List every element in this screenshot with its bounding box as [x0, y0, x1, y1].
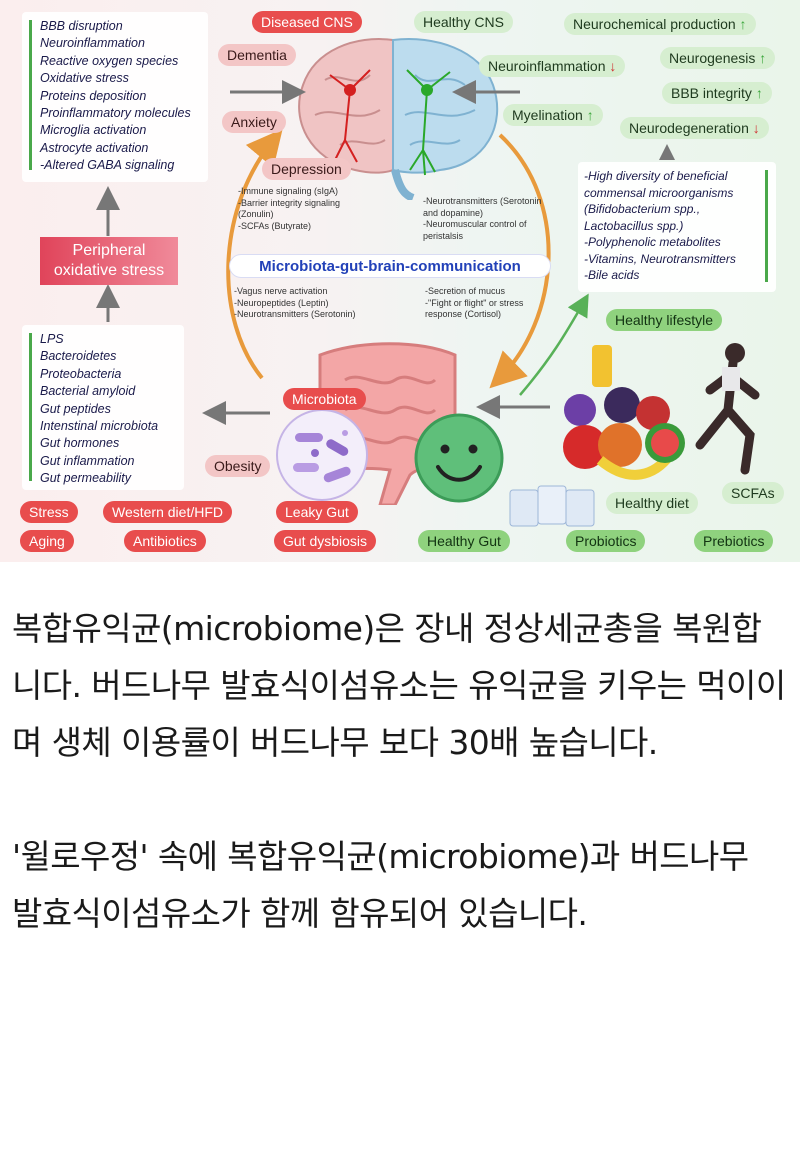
pathway-item: -SCFAs (Butyrate): [238, 220, 312, 231]
flow-arrows: [96, 80, 675, 425]
article-paragraph-2: '윌로우정' 속에 복합유익균(microbiome)과 버드나무 발효식이섬유…: [12, 837, 749, 933]
pathway-item: -Vagus nerve activation: [234, 286, 328, 296]
effect-bbb-integrity: BBB integrity ↑: [662, 82, 772, 104]
effect-neuroinflammation: Neuroinflammation ↓: [479, 55, 626, 77]
gut-dysbiosis-label: Gut dysbiosis: [274, 530, 377, 552]
effect-neurogenesis: Neurogenesis ↑: [660, 47, 776, 69]
healthy-food-icon: [563, 343, 760, 480]
peripheral-oxidative-stress: Peripheral oxidative stress: [40, 237, 178, 285]
healthy-lifestyle-label: Healthy lifestyle: [606, 309, 723, 331]
gut-brain-diagram: Diseased CNS Healthy CNS Dementia Anxiet…: [0, 0, 800, 562]
pathway-item: -Barrier integrity signaling (Zonulin): [238, 197, 341, 220]
probiotic-yogurt-icon: [509, 485, 595, 527]
antibiotics-label: Antibiotics: [124, 530, 206, 552]
list-item: Astrocyte activation: [40, 140, 149, 155]
list-item: -Bile acids: [584, 268, 640, 282]
leaky-gut-label: Leaky Gut: [276, 501, 358, 523]
list-item: Bacteroidetes: [40, 349, 117, 364]
list-item: Oxidative stress: [40, 71, 129, 86]
prebiotics-label: Prebiotics: [694, 530, 774, 552]
pathway-item: -Immune signaling (sIgA): [238, 186, 339, 196]
list-item: Gut peptides: [40, 401, 111, 416]
pathway-upper-left: -Immune signaling (sIgA) -Barrier integr…: [238, 186, 373, 232]
pathway-upper-right: -Neurotransmitters (Serotonin and dopami…: [423, 196, 553, 242]
list-item: -Vitamins, Neurotransmitters: [584, 251, 736, 266]
pathway-item: -Neurotransmitters (Serotonin): [234, 309, 356, 319]
list-item: Gut hormones: [40, 436, 120, 451]
depression-label: Depression: [262, 158, 351, 180]
stress-label: Stress: [20, 501, 78, 523]
beneficial-microbes-box: -High diversity of beneficial commensal …: [578, 162, 776, 292]
brain-illustration: [298, 38, 499, 200]
anxiety-label: Anxiety: [222, 111, 286, 133]
runner-icon: [695, 343, 760, 475]
up-arrow-icon: [765, 170, 768, 282]
pathway-lower-right: -Secretion of mucus -"Fight or flight" o…: [425, 286, 550, 321]
list-item: -High diversity of beneficial commensal …: [584, 169, 734, 233]
list-item: -Altered GABA signaling: [40, 158, 175, 173]
obesity-label: Obesity: [205, 455, 271, 477]
diagram-title: Microbiota-gut-brain-communication: [229, 254, 551, 278]
effect-neurochemical: Neurochemical production ↑: [564, 13, 756, 35]
effect-neurodegeneration: Neurodegeneration ↓: [620, 117, 769, 139]
diseased-neuron-icon: [329, 69, 371, 163]
list-item: Intenstinal microbiota: [40, 419, 159, 434]
pathway-item: -"Fight or flight" or stress response (C…: [425, 297, 524, 320]
pathway-item: -Secretion of mucus: [425, 286, 506, 296]
healthy-diet-label: Healthy diet: [606, 492, 698, 514]
western-diet-label: Western diet/HFD: [103, 501, 232, 523]
list-item: Gut permeability: [40, 471, 132, 486]
pathway-item: -Neuropeptides (Leptin): [234, 297, 329, 308]
list-item: Proteins deposition: [40, 88, 147, 103]
healthy-gut-label: Healthy Gut: [418, 530, 510, 552]
list-item: Neuroinflammation: [40, 36, 145, 51]
microbiota-label: Microbiota: [283, 388, 366, 410]
dementia-label: Dementia: [218, 44, 296, 66]
pathway-item: -Neurotransmitters (Serotonin and dopami…: [423, 196, 542, 218]
list-item: Proteobacteria: [40, 366, 122, 381]
up-arrow-icon: [29, 20, 32, 170]
aging-label: Aging: [20, 530, 74, 552]
cns-disruption-box: BBB disruption Neuroinflammation Reactiv…: [22, 12, 208, 182]
list-item: Microglia activation: [40, 123, 147, 138]
list-item: BBB disruption: [40, 19, 123, 33]
pathway-lower-left: -Vagus nerve activation -Neuropeptides (…: [234, 286, 384, 321]
list-item: Gut inflammation: [40, 453, 135, 468]
probiotics-label: Probiotics: [566, 530, 646, 552]
list-item: Reactive oxygen species: [40, 53, 179, 68]
gut-factors-box: LPS Bacteroidetes Proteobacteria Bacteri…: [22, 325, 184, 490]
article-body: 복합유익균(microbiome)은 장내 정상세균총을 복원합니다. 버드나무…: [0, 600, 800, 999]
diseased-cns-label: Diseased CNS: [252, 11, 362, 33]
list-item: Proinflammatory molecules: [40, 106, 191, 121]
list-item: Bacterial amyloid: [40, 384, 136, 399]
list-item: -Polyphenolic metabolites: [584, 235, 721, 249]
pathway-item: -Neuromuscular control of peristalsis: [423, 219, 527, 241]
smiley-face-icon: [414, 413, 504, 503]
article-paragraph-1: 복합유익균(microbiome)은 장내 정상세균총을 복원합니다. 버드나무…: [12, 609, 786, 762]
bacteria-icon: [276, 409, 368, 501]
healthy-neuron-icon: [406, 69, 451, 176]
up-arrow-icon: [29, 333, 32, 481]
healthy-cns-label: Healthy CNS: [414, 11, 513, 33]
effect-myelination: Myelination ↑: [503, 104, 603, 126]
list-item: LPS: [40, 332, 64, 346]
scfas-label: SCFAs: [722, 482, 784, 504]
